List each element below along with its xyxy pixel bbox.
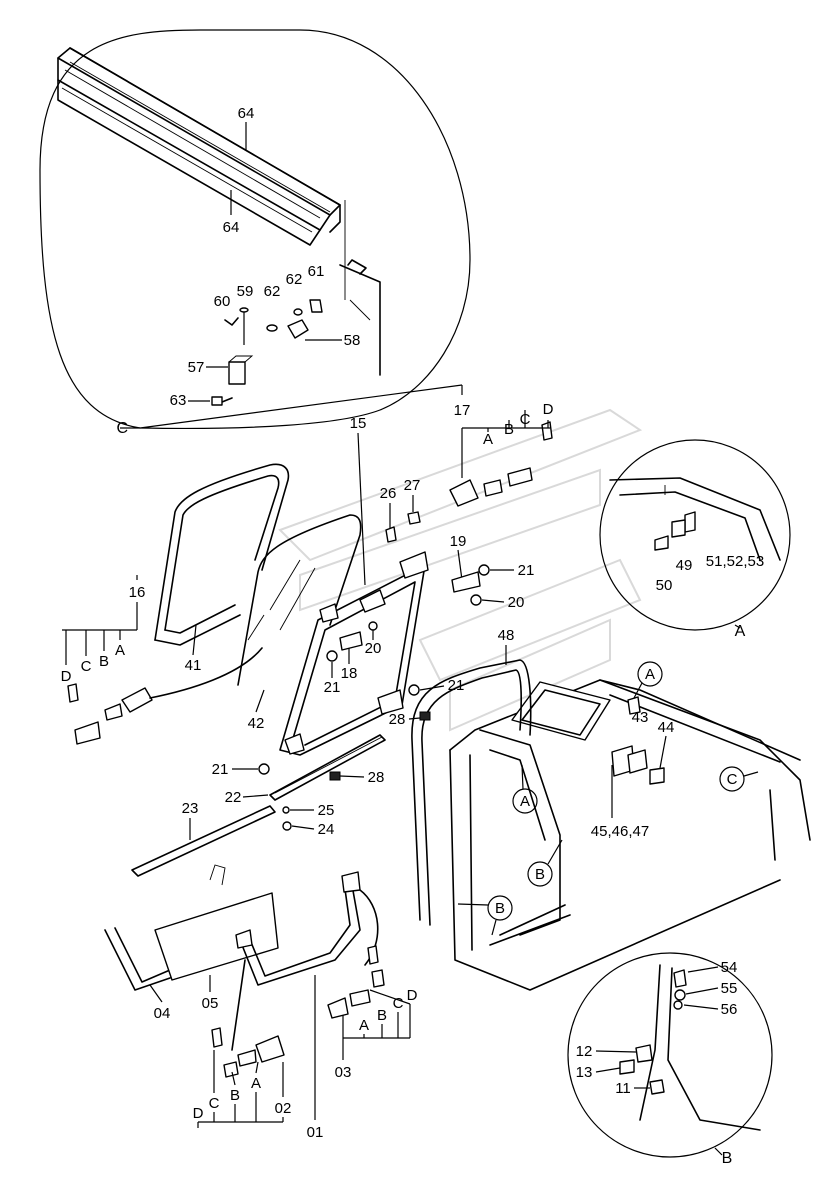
g16-letter-d: D (61, 668, 72, 685)
part-56: 56 (721, 1001, 738, 1018)
part-60: 60 (214, 293, 231, 310)
part-22: 22 (225, 789, 242, 806)
part-48: 48 (498, 627, 515, 644)
part-61: 61 (308, 263, 325, 280)
part-57: 57 (188, 359, 205, 376)
part-23: 23 (182, 800, 199, 817)
door-catch-hardware (611, 696, 665, 785)
part-18: 18 (341, 665, 358, 682)
part-28-b: 28 (368, 769, 385, 786)
g02-letter-c: C (209, 1095, 220, 1112)
part-21-c: 21 (448, 677, 465, 694)
detail-a-balloon (599, 439, 791, 631)
seal-rail (57, 47, 341, 246)
part-12: 12 (576, 1043, 593, 1060)
detail-b-balloon (567, 952, 773, 1158)
g17-letter-a: A (483, 431, 493, 448)
cab-body (449, 679, 811, 991)
detail-c-balloon (39, 29, 471, 430)
part-24: 24 (318, 821, 335, 838)
callout-b-2-letter: B (495, 900, 505, 917)
part-64-top: 64 (238, 105, 255, 122)
callout-b-1 (527, 839, 563, 887)
g02-letter-b: B (230, 1087, 240, 1104)
g03-letter-b: B (377, 1007, 387, 1024)
part-13: 13 (576, 1064, 593, 1081)
latch-group-16 (67, 647, 263, 745)
g16-letter-c: C (81, 658, 92, 675)
callout-c-1 (719, 766, 759, 792)
part-21-d: 21 (212, 761, 229, 778)
part-20-b: 20 (365, 640, 382, 657)
callout-c-1-letter: C (727, 771, 738, 788)
detail-a-label: A (735, 623, 746, 640)
part-02: 02 (275, 1100, 292, 1117)
cab-pillar-detail-b (619, 964, 761, 1131)
part-45-47: 45,46,47 (591, 823, 649, 840)
g17-letter-b: B (504, 421, 514, 438)
handle-04 (104, 927, 171, 991)
window-frame-41 (154, 463, 290, 646)
g03-letter-c: C (393, 995, 404, 1012)
sash-rail-22 (269, 734, 386, 801)
g03-letter-d: D (407, 987, 418, 1004)
part-42: 42 (248, 715, 265, 732)
part-04: 04 (154, 1005, 171, 1022)
detail-b-label: B (722, 1150, 733, 1167)
part-63: 63 (170, 392, 187, 409)
g02-letter-d: D (193, 1105, 204, 1122)
part-03: 03 (335, 1064, 352, 1081)
part-20-a: 20 (508, 594, 525, 611)
part-21-a: 21 (518, 562, 535, 579)
part-62-b: 62 (286, 271, 303, 288)
part-15: 15 (350, 415, 367, 432)
window-sash-frame (279, 551, 429, 756)
g16-letter-a: A (115, 642, 125, 659)
guide-rail-23 (131, 805, 276, 877)
part-59: 59 (237, 283, 254, 300)
window-glass-42 (237, 514, 362, 686)
part-28-a: 28 (389, 711, 406, 728)
g03-letter-a: A (359, 1017, 369, 1034)
part-44: 44 (658, 719, 675, 736)
g02-letter-a: A (251, 1075, 261, 1092)
detail-c-label: C (116, 420, 128, 437)
part-25: 25 (318, 802, 335, 819)
part-05: 05 (202, 995, 219, 1012)
callout-a-1 (633, 661, 663, 699)
part-51-53: 51,52,53 (706, 553, 764, 570)
callout-a-2 (512, 764, 538, 814)
part-19: 19 (450, 533, 467, 550)
part-54: 54 (721, 959, 738, 976)
callout-b-1-letter: B (535, 866, 545, 883)
part-11: 11 (615, 1080, 631, 1097)
part-62-a: 62 (264, 283, 281, 300)
part-21-b: 21 (324, 679, 341, 696)
part-55: 55 (721, 980, 738, 997)
g16-letter-b: B (99, 653, 109, 670)
latch-group-17 (449, 421, 553, 507)
latch-group-02 (211, 959, 285, 1078)
part-58: 58 (344, 332, 361, 349)
part-49: 49 (676, 557, 693, 574)
part-26: 26 (380, 485, 397, 502)
callout-b-2 (457, 895, 513, 936)
cab-roof-corner-detail-a (609, 477, 781, 561)
part-41: 41 (185, 657, 202, 674)
part-50: 50 (656, 577, 673, 594)
panel-05 (154, 864, 279, 981)
g17-letter-d: D (543, 401, 554, 418)
latch-group-03 (327, 945, 385, 1019)
part-16: 16 (129, 584, 146, 601)
part-17: 17 (454, 402, 471, 419)
latch-hardware-detail-c (211, 299, 323, 406)
callout-a-2-letter: A (520, 793, 530, 810)
callout-a-1-letter: A (645, 666, 655, 683)
watermark-logo (278, 408, 643, 732)
part-01: 01 (307, 1124, 324, 1141)
cab-corner-detail-c (339, 200, 381, 376)
part-27: 27 (404, 477, 421, 494)
part-64-bottom: 64 (223, 219, 240, 236)
